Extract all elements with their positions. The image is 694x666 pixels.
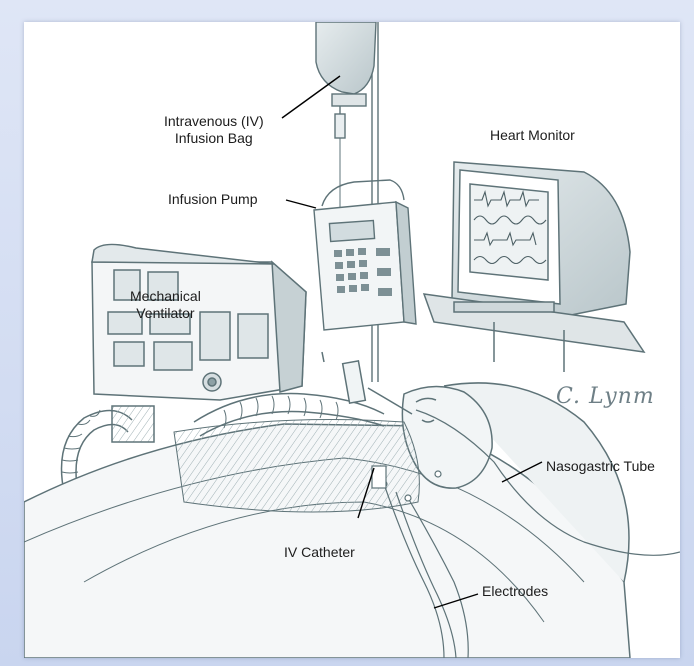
artist-signature: C. Lynm xyxy=(556,384,655,409)
iv-catheter-label: IV Catheter xyxy=(284,544,355,561)
iv-bag-label-line2: Infusion Bag xyxy=(164,130,264,147)
infusion-pump xyxy=(314,180,416,330)
iv-bag-label: Intravenous (IV) Infusion Bag xyxy=(164,113,264,147)
iv-pole xyxy=(372,22,378,382)
mechanical-ventilator xyxy=(92,244,306,400)
nasogastric-tube-label: Nasogastric Tube xyxy=(546,458,655,475)
ventilator-label-line1: Mechanical xyxy=(130,288,201,305)
heart-monitor-label: Heart Monitor xyxy=(490,127,575,144)
heart-monitor xyxy=(424,162,644,372)
electrodes-label: Electrodes xyxy=(482,583,548,600)
infusion-pump-label: Infusion Pump xyxy=(168,191,258,208)
medical-illustration: Intravenous (IV) Infusion Bag Heart Moni… xyxy=(24,22,680,658)
iv-bag-label-line1: Intravenous (IV) xyxy=(164,113,264,130)
sketch-drawing xyxy=(24,22,680,658)
ventilator-label-line2: Ventilator xyxy=(130,305,201,322)
ventilator-label: Mechanical Ventilator xyxy=(130,288,201,322)
